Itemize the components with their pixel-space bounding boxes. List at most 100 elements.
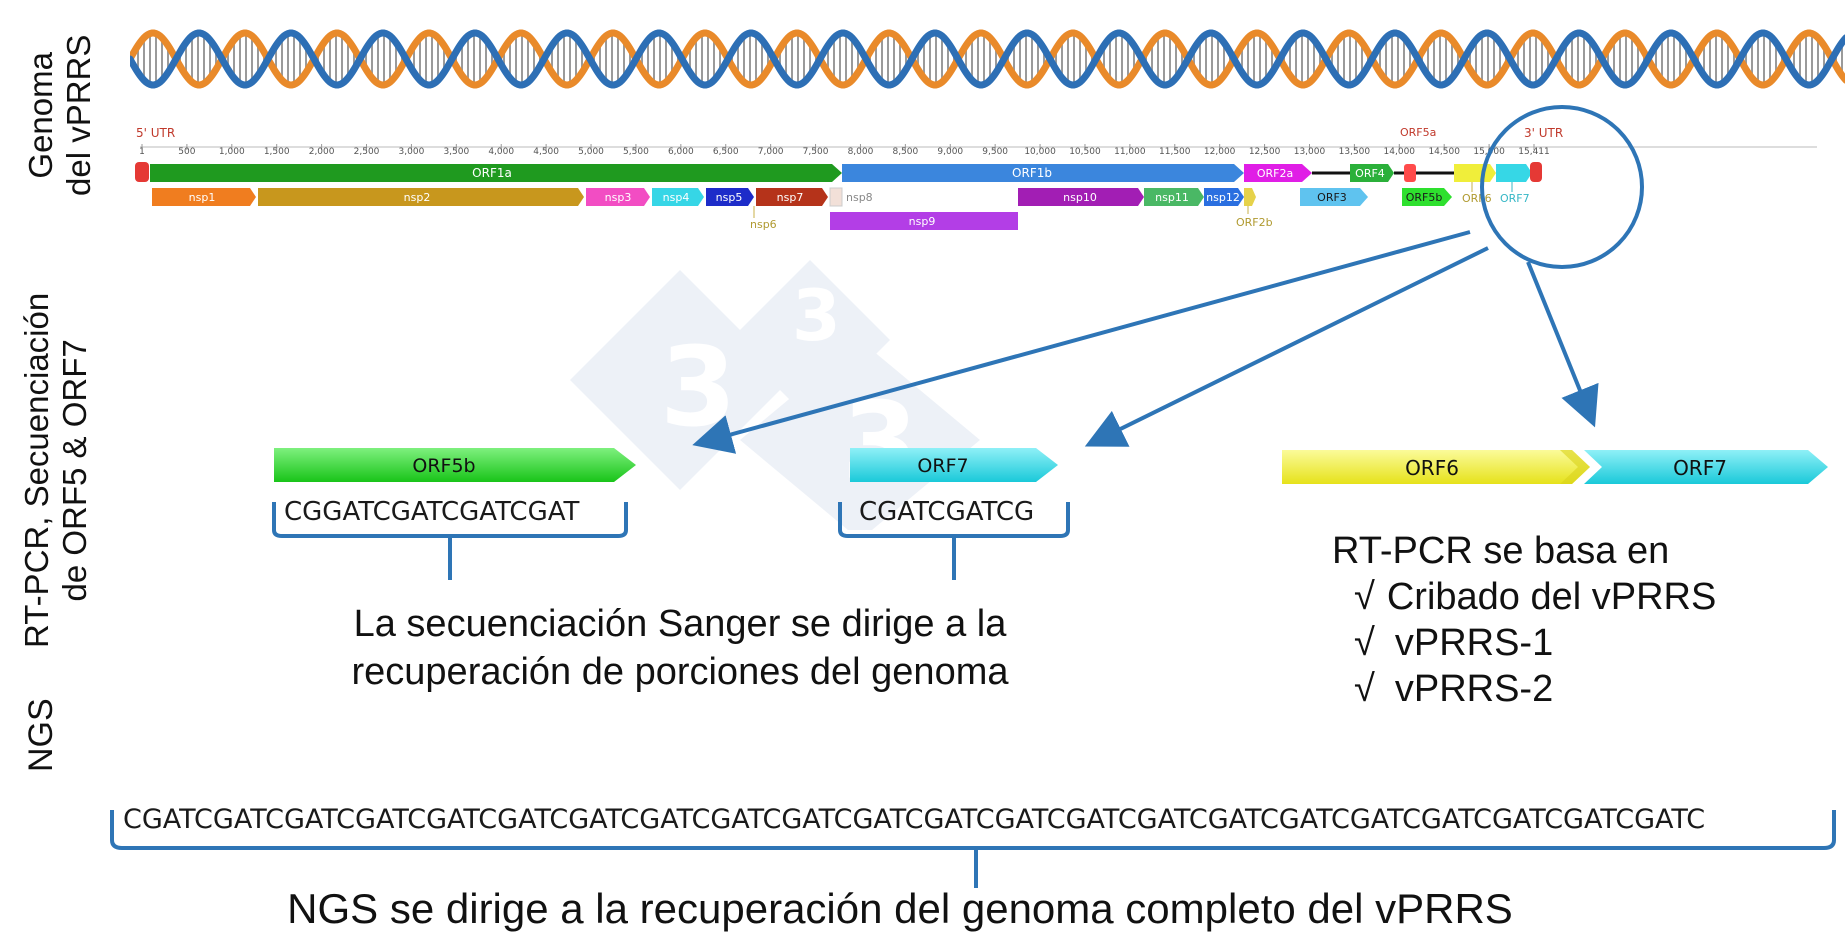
- orf5b-bracket: [272, 502, 628, 580]
- orf5b-bar-small: ORF5b: [1402, 188, 1452, 206]
- ruler-tick-label: 1: [139, 147, 145, 157]
- utr3-block: [1530, 162, 1542, 182]
- ruler-tick-label: 5,500: [623, 147, 649, 157]
- nsp11-bar: nsp11: [1144, 188, 1204, 206]
- svg-text:ORF5a: ORF5a: [1400, 126, 1436, 139]
- ruler-tick-label: 3,000: [399, 147, 425, 157]
- arrow-to-orf7: [1084, 246, 1489, 447]
- arrow-to-orf5b: [692, 230, 1471, 454]
- svg-text:nsp3: nsp3: [605, 191, 632, 204]
- helix-strand-blue: [130, 29, 1845, 89]
- ruler-tick-label: 12,500: [1249, 147, 1281, 157]
- utr3-label: 3' UTR: [1524, 126, 1563, 140]
- svg-text:nsp12: nsp12: [1206, 191, 1240, 204]
- rtpcr-item: √ vPRRS-2: [1354, 668, 1554, 710]
- svg-text:ORF5b: ORF5b: [1406, 191, 1443, 204]
- ruler-tick-label: 4,000: [488, 147, 514, 157]
- ruler-tick-label: 2,500: [354, 147, 380, 157]
- ruler-tick-label: 14,000: [1384, 147, 1416, 157]
- orf6-orf7-arrow: ORF6 ORF7: [1282, 450, 1828, 484]
- orf7-arrow: ORF7: [850, 448, 1058, 482]
- rtpcr-item: √ vPRRS-1: [1354, 622, 1554, 664]
- svg-text:ORF3: ORF3: [1317, 191, 1347, 204]
- ruler-tick-label: 10,500: [1069, 147, 1101, 157]
- ruler-tick-label: 500: [178, 147, 195, 157]
- ruler-tick-label: 7,500: [803, 147, 829, 157]
- ruler-tick-label: 3,500: [443, 147, 469, 157]
- ruler-tick-label: 2,000: [309, 147, 335, 157]
- sanger-caption-line2: recuperación de porciones del genoma: [351, 651, 1009, 693]
- ruler-tick-label: 13,000: [1294, 147, 1326, 157]
- nsp6-label: nsp6: [750, 218, 777, 231]
- ngs-caption: NGS se dirige a la recuperación del geno…: [287, 885, 1513, 932]
- svg-text:ORF2b: ORF2b: [1236, 216, 1273, 229]
- orf7-bar-small: [1496, 164, 1532, 182]
- svg-text:nsp5: nsp5: [716, 191, 743, 204]
- orf2a-bar: ORF2a: [1244, 164, 1312, 182]
- orf7-sequence: CGATCGATCG: [859, 497, 1035, 527]
- svg-text:nsp9: nsp9: [909, 215, 936, 228]
- nsp2-bar: nsp2: [258, 188, 584, 206]
- svg-text:nsp1: nsp1: [189, 191, 216, 204]
- svg-text:3: 3: [792, 275, 841, 357]
- ruler-tick-label: 13,500: [1339, 147, 1371, 157]
- rtpcr-heading: RT-PCR se basa en: [1332, 530, 1670, 572]
- svg-text:nsp2: nsp2: [404, 191, 431, 204]
- check-icon: √: [1354, 668, 1375, 710]
- svg-text:nsp10: nsp10: [1063, 191, 1097, 204]
- ruler-tick-label: 11,500: [1159, 147, 1191, 157]
- dna-helix-banner: [130, 29, 1845, 89]
- nsp12-bar: nsp12: [1204, 188, 1244, 206]
- ngs-bracket: [110, 810, 1836, 888]
- check-icon: √: [1354, 576, 1375, 618]
- ngs-sequence: CGATCGATCGATCGATCGATCGATCGATCGATCGATCGAT…: [123, 804, 1706, 835]
- ruler-tick-label: 4,500: [533, 147, 559, 157]
- ruler-tick-label: 1,000: [219, 147, 245, 157]
- utr5-block: [135, 162, 149, 182]
- orf7-bracket: [838, 502, 1070, 580]
- ruler-tick-label: 8,500: [892, 147, 918, 157]
- svg-text:ORF5b: ORF5b: [412, 455, 475, 477]
- zoom-circle: [1480, 105, 1644, 269]
- rtpcr-item: √ Cribado del vPRRS: [1354, 576, 1717, 618]
- helix-strand-orange: [130, 29, 1845, 89]
- orf5b-arrow: ORF5b: [274, 448, 636, 482]
- ruler-tick-label: 12,000: [1204, 147, 1236, 157]
- nsp4-bar: nsp4: [652, 188, 704, 206]
- ruler-tick-label: 9,000: [937, 147, 963, 157]
- nsp5-bar: nsp5: [706, 188, 754, 206]
- sanger-caption: La secuenciación Sanger se dirige a la r…: [250, 600, 1110, 696]
- ruler-tick-label: 5,000: [578, 147, 604, 157]
- svg-text:nsp7: nsp7: [777, 191, 804, 204]
- nsp10-bar: nsp10: [1018, 188, 1144, 206]
- orf4-bar: ORF4: [1350, 164, 1394, 182]
- svg-text:ORF7: ORF7: [1673, 456, 1727, 480]
- svg-text:nsp4: nsp4: [663, 191, 690, 204]
- svg-text:ORF2a: ORF2a: [1257, 167, 1293, 180]
- ruler-tick-label: 15,411: [1518, 147, 1550, 157]
- nsp1-bar: nsp1: [152, 188, 256, 206]
- ruler-tick-label: 9,500: [982, 147, 1008, 157]
- svg-text:nsp11: nsp11: [1155, 191, 1189, 204]
- ruler-tick-label: 6,000: [668, 147, 694, 157]
- svg-text:ORF1a: ORF1a: [472, 166, 512, 180]
- check-icon: √: [1354, 622, 1375, 664]
- svg-text:ORF1b: ORF1b: [1012, 166, 1052, 180]
- svg-text:ORF4: ORF4: [1355, 167, 1385, 180]
- arrow-to-orf6-orf7: [1526, 261, 1599, 428]
- ruler-tick-label: 10,000: [1024, 147, 1056, 157]
- orf3-bar: ORF3: [1300, 188, 1368, 206]
- nsp8-label: nsp8: [846, 191, 873, 204]
- nsp3-bar: nsp3: [586, 188, 650, 206]
- ruler-tick-label: 11,000: [1114, 147, 1146, 157]
- orf7-label-small: ORF7: [1500, 192, 1530, 205]
- orf2b-bar: ORF2b: [1236, 188, 1273, 229]
- svg-text:ORF7: ORF7: [917, 455, 968, 477]
- ruler-tick-label: 8,000: [848, 147, 874, 157]
- orf5b-sequence: CGGATCGATCGATCGAT: [284, 497, 580, 527]
- nsp7-bar: nsp7: [756, 188, 828, 206]
- ruler-tick-label: 6,500: [713, 147, 739, 157]
